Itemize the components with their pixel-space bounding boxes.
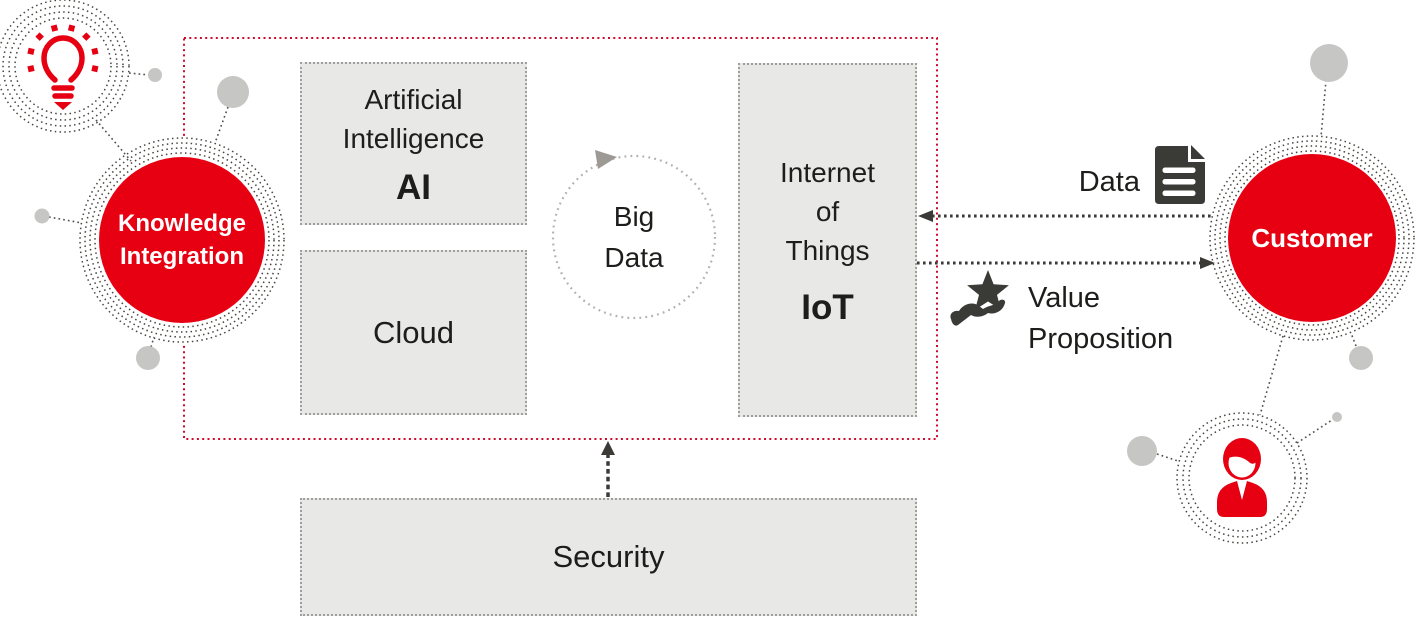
iot-box-label-line2: of <box>815 195 840 227</box>
customer-label: Customer <box>1251 222 1373 253</box>
platform-boundary <box>183 37 938 440</box>
iot-box: Internet of Things IoT <box>738 63 917 417</box>
security-box: Security <box>300 498 917 616</box>
value-proposition-label-line2: Proposition <box>1028 323 1174 355</box>
big-data-circle <box>551 154 717 320</box>
ai-box-label-line1: Artificial <box>364 83 463 115</box>
idea-node-rings <box>0 0 131 134</box>
document-icon <box>1155 145 1205 204</box>
data-flow-arrow <box>918 210 1213 222</box>
cloud-box-label: Cloud <box>373 314 454 350</box>
knowledge-integration-label-line2: Integration <box>119 243 244 270</box>
security-box-label: Security <box>552 539 665 574</box>
knowledge-integration-node: Knowledge Integration <box>99 157 265 323</box>
star-hand-icon <box>950 270 1009 326</box>
lightbulb-icon <box>27 24 99 110</box>
value-proposition-label: Value Proposition <box>1028 278 1228 360</box>
big-data-label-line2: Data <box>604 242 664 273</box>
security-arrow <box>601 441 615 497</box>
knowledge-integration-label-line1: Knowledge <box>117 210 246 237</box>
iot-box-label-line1: Internet <box>780 156 875 188</box>
ai-box-label-line2: Intelligence <box>342 122 485 154</box>
iot-box-label-line3: Things <box>785 234 870 266</box>
value-proposition-arrow <box>917 257 1215 269</box>
cloud-box: Cloud <box>300 250 527 415</box>
iot-box-abbr: IoT <box>801 287 854 327</box>
ai-box-abbr: AI <box>396 167 431 207</box>
ai-box: Artificial Intelligence AI <box>300 62 527 225</box>
data-flow-label: Data <box>1078 166 1140 198</box>
big-data-label: Big Data <box>552 196 716 278</box>
big-data-cycle-arrow-icon <box>595 150 617 169</box>
value-proposition-label-line1: Value <box>1028 282 1101 314</box>
big-data-label-line1: Big <box>613 201 655 232</box>
satellite-dots <box>34 44 1373 466</box>
customer-node: Customer <box>1228 154 1396 322</box>
person-icon <box>1217 438 1267 517</box>
connector-lines <box>48 72 1357 462</box>
